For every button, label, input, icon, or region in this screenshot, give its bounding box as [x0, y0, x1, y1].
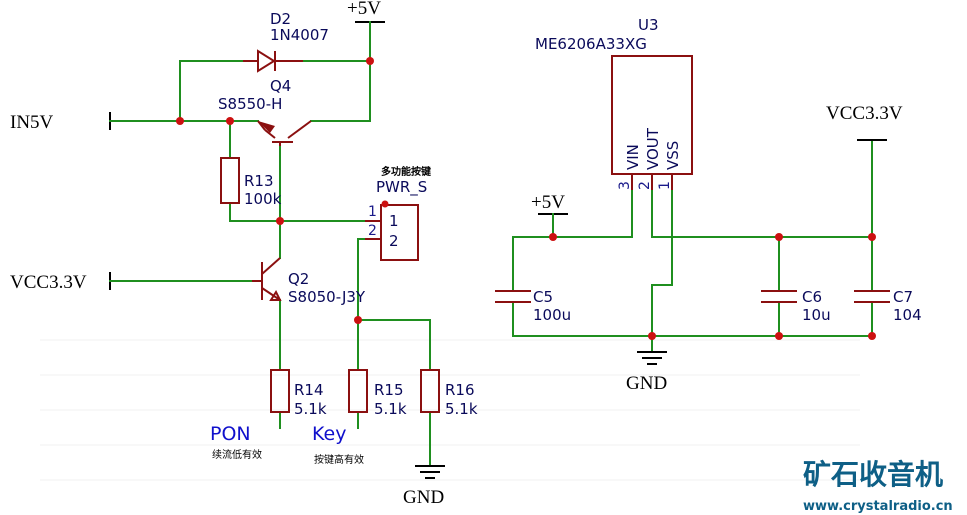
net-key-note: 按键高有效 — [314, 453, 364, 466]
rail-in5v: IN5V — [10, 112, 54, 133]
rail-vcc33-right: VCC3.3V — [826, 103, 903, 124]
u3-ref: U3 — [638, 16, 659, 34]
pwr-s-title: 多功能按键 — [381, 165, 432, 178]
r14-ref: R14 — [294, 381, 324, 399]
pwr-s-ref: PWR_S — [376, 178, 427, 197]
resistor-r16 — [420, 369, 440, 413]
r16-ref: R16 — [445, 381, 475, 399]
transistor-q2 — [252, 257, 282, 301]
rail-gnd-left: GND — [403, 487, 444, 508]
net-pon-note: 续流低有效 — [212, 448, 262, 461]
regulator-u3 — [611, 55, 693, 190]
pwr-s-pinnum-1: 1 — [368, 204, 377, 220]
right-junctions — [549, 233, 876, 340]
d2-value: 1N4007 — [270, 26, 329, 44]
rail-gnd-right: GND — [626, 373, 667, 394]
u3-pinnum-2: 2 — [637, 181, 653, 190]
c6-ref: C6 — [802, 288, 822, 306]
gnd-right-symbol — [637, 351, 667, 365]
transistor-q4 — [257, 120, 312, 146]
r15-value: 5.1k — [374, 400, 407, 418]
switch-pwr-s — [365, 200, 419, 261]
left-junctions — [176, 57, 374, 324]
resistor-r14 — [270, 369, 290, 413]
rail-vcc33-left: VCC3.3V — [10, 272, 87, 293]
c6-value: 10u — [802, 306, 831, 324]
pwr-s-pin-2: 2 — [389, 232, 399, 250]
capacitor-c5 — [495, 290, 531, 303]
r13-ref: R13 — [244, 172, 274, 190]
r15-ref: R15 — [374, 381, 404, 399]
u3-pin-vss: VSS — [664, 141, 682, 170]
u3-pin-vout: VOUT — [644, 127, 662, 170]
left-wires — [109, 21, 431, 467]
pwr-s-pin-1: 1 — [389, 212, 399, 230]
watermark-logo: 矿石收音机 — [803, 458, 943, 491]
q4-value: S8550-H — [218, 95, 282, 113]
gnd-left-symbol — [415, 465, 445, 479]
r16-value: 5.1k — [445, 400, 478, 418]
d2-ref: D2 — [270, 10, 291, 28]
u3-pinnum-3: 3 — [617, 181, 633, 190]
rail-plus5v-top: +5V — [347, 0, 381, 19]
resistor-r15 — [348, 369, 368, 413]
q2-value: S8050-J3Y — [288, 288, 366, 306]
r13-value: 100k — [244, 190, 282, 208]
u3-pin-vin: VIN — [624, 144, 642, 170]
c5-ref: C5 — [533, 288, 553, 306]
watermark-url: www.crystalradio.cn — [803, 499, 953, 514]
background-grid — [40, 339, 860, 481]
c7-ref: C7 — [893, 288, 913, 306]
pwr-s-pinnum-2: 2 — [368, 223, 377, 239]
net-pon: PON — [210, 423, 251, 445]
right-wires — [512, 139, 887, 353]
q2-ref: Q2 — [288, 270, 309, 288]
u3-pinnum-1: 1 — [657, 181, 673, 190]
capacitor-c7 — [854, 290, 890, 303]
c5-value: 100u — [533, 306, 571, 324]
u3-value: ME6206A33XG — [535, 35, 647, 53]
q4-ref: Q4 — [270, 77, 291, 95]
capacitor-c6 — [761, 290, 797, 303]
resistor-r13 — [220, 157, 240, 204]
net-key: Key — [312, 423, 346, 445]
r14-value: 5.1k — [294, 400, 327, 418]
c7-value: 104 — [893, 306, 922, 324]
rail-plus5v-mid: +5V — [531, 192, 565, 213]
diode-d2 — [243, 49, 303, 73]
